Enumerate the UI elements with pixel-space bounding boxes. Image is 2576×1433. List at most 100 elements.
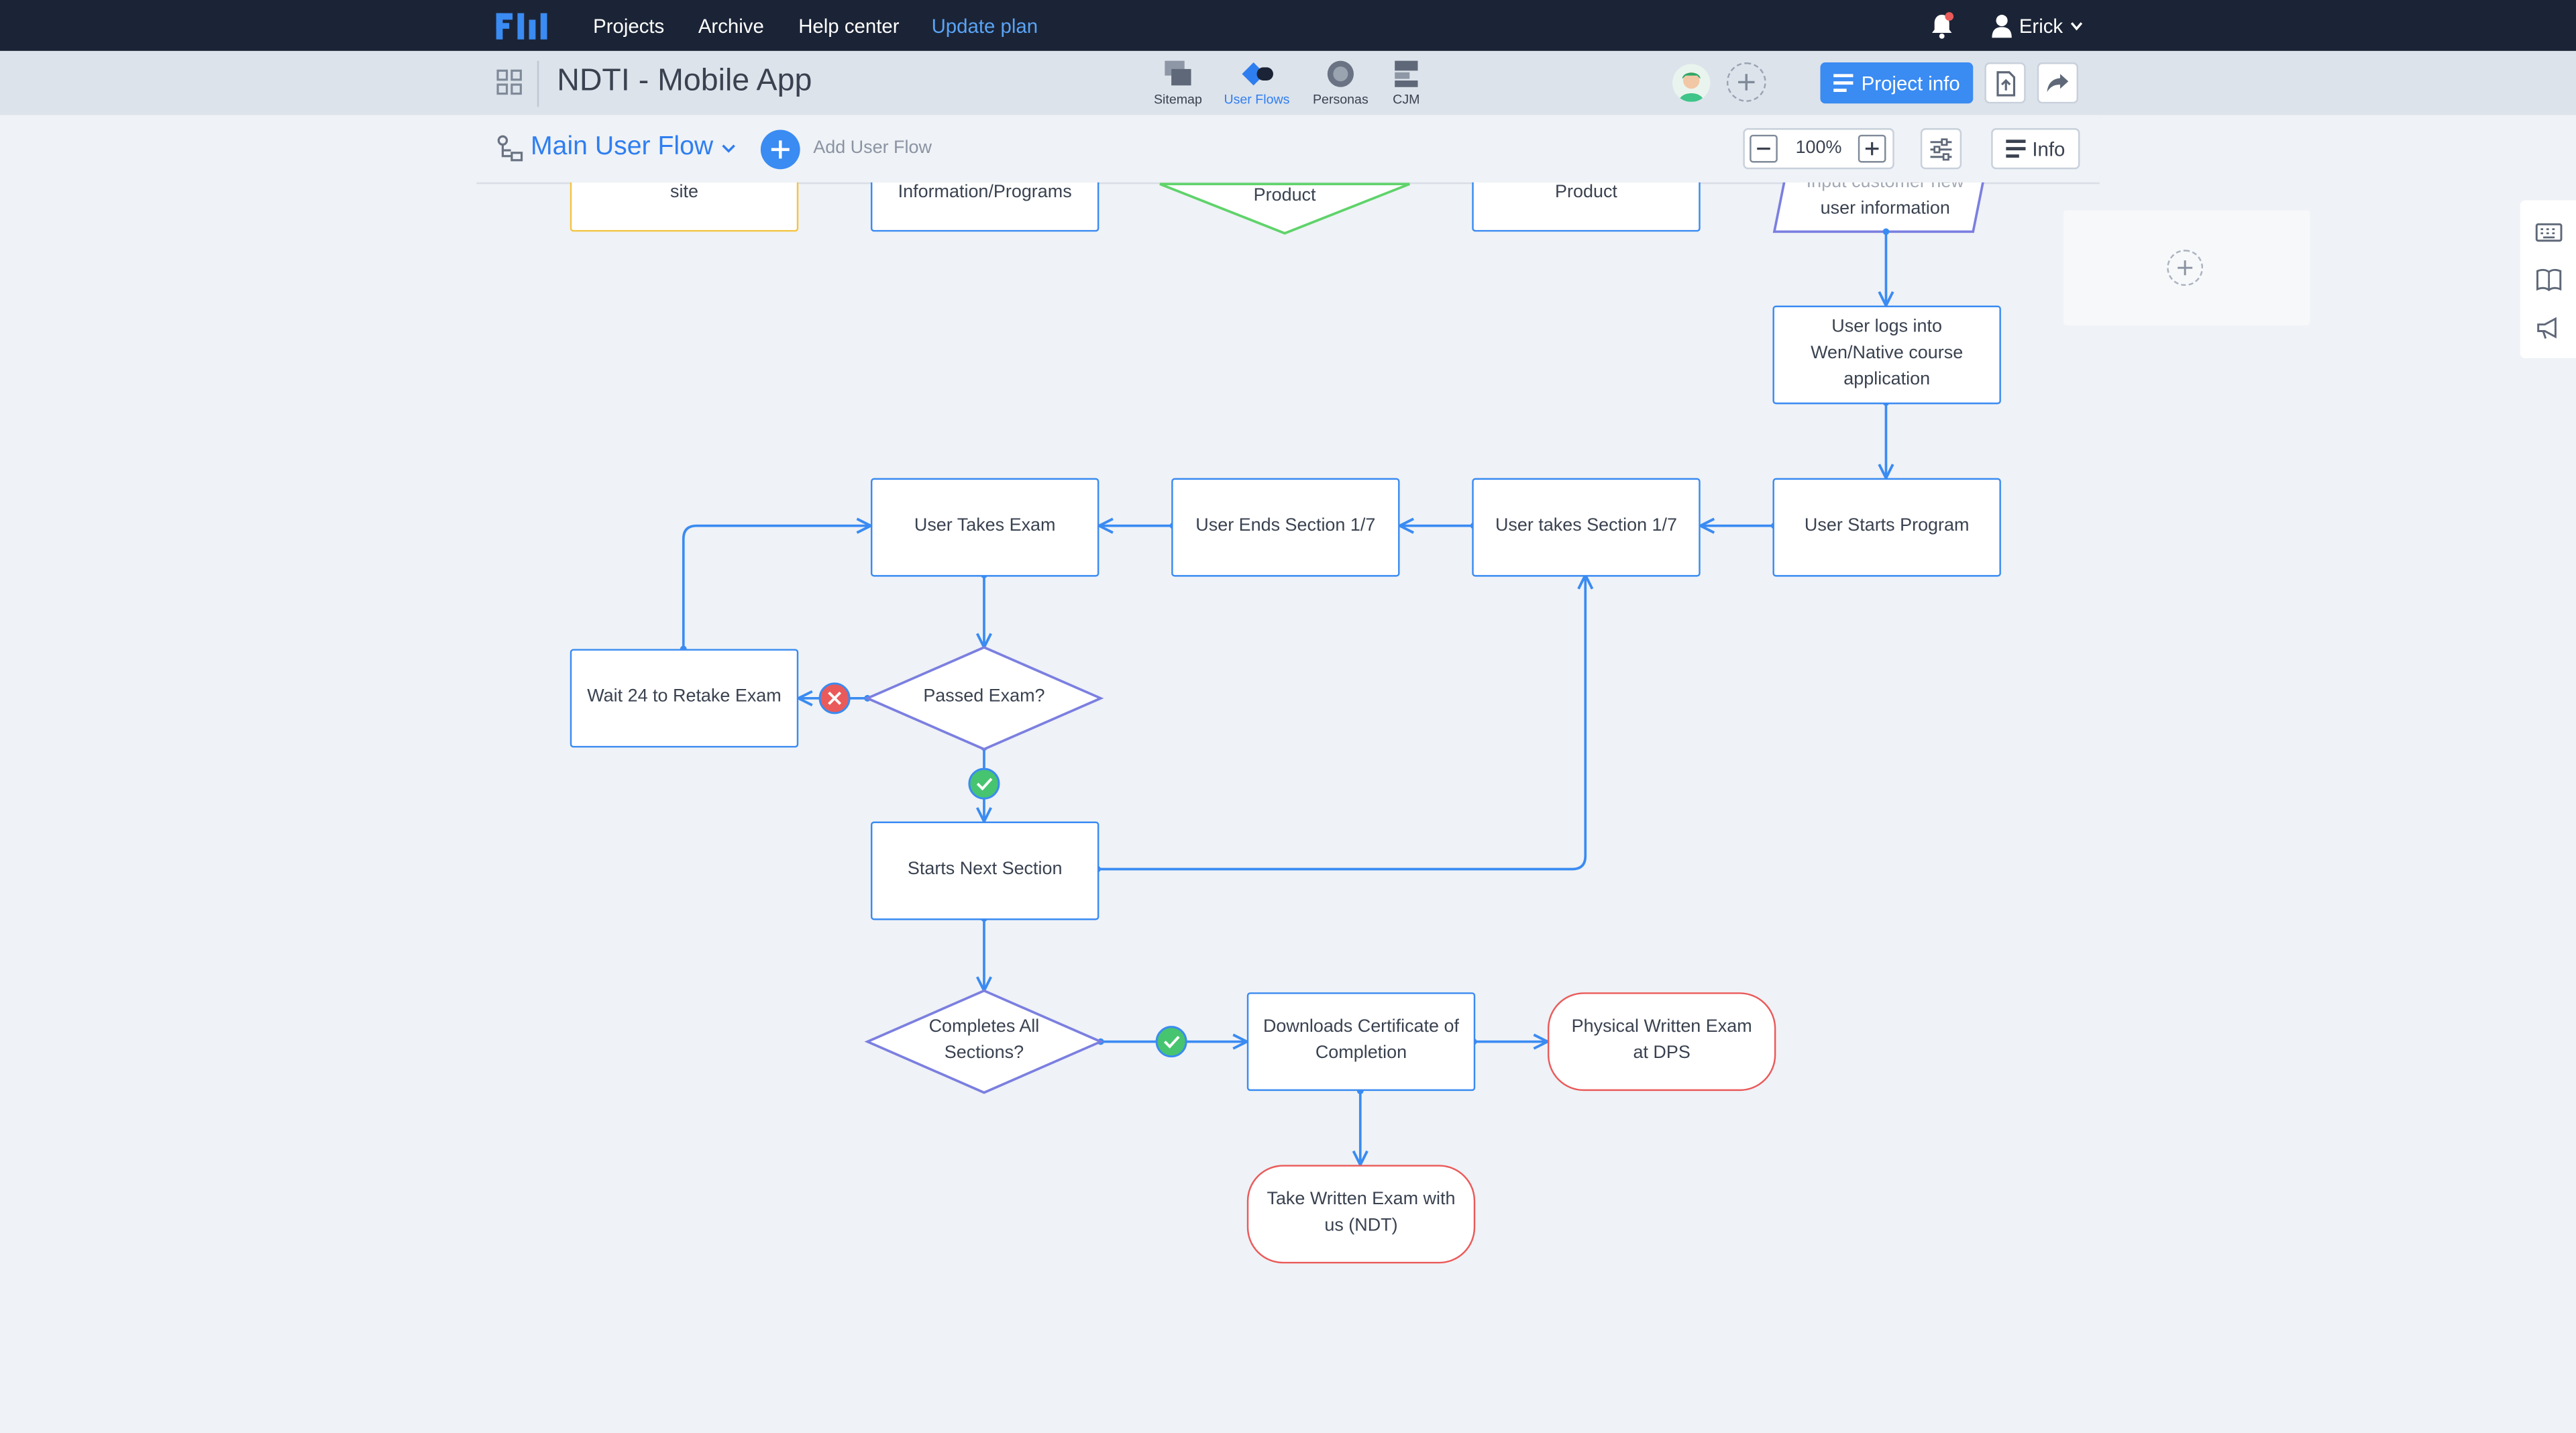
project-info-label: Project info <box>1861 71 1960 95</box>
node-label: Starts Next Section <box>907 859 1063 880</box>
nav-projects[interactable]: Projects <box>593 15 665 38</box>
nav-update-plan[interactable]: Update plan <box>931 15 1038 38</box>
project-info-button[interactable]: Project info <box>1820 62 1974 104</box>
node-label: User Takes Exam <box>914 516 1056 536</box>
sitemap-icon <box>1165 60 1191 86</box>
no-badge <box>818 682 851 714</box>
add-collaborator-button[interactable] <box>1726 62 1766 102</box>
project-info-icon <box>1833 74 1854 93</box>
avatar[interactable] <box>1672 64 1711 102</box>
share-button[interactable] <box>2037 62 2078 104</box>
tab-sitemap[interactable]: Sitemap <box>1140 59 1216 107</box>
customer-info-label-line1: Input customer new <box>1806 182 1964 193</box>
connector <box>682 526 871 649</box>
node-physical-written-exam[interactable]: Physical Written Exam at DPS <box>1547 992 1776 1092</box>
top-navigation <box>0 0 2576 51</box>
check-icon <box>976 778 993 791</box>
node-user-starts-program[interactable]: User Starts Program <box>1772 478 2001 577</box>
node-wait-retake[interactable]: Wait 24 to Retake Exam <box>570 649 799 748</box>
node-information-programs[interactable]: Information/Programs <box>870 182 1099 232</box>
tab-label: CJM <box>1393 92 1420 107</box>
close-icon <box>828 691 842 705</box>
node-label: User Starts Program <box>1804 516 1970 536</box>
node-label: Product <box>1555 182 1617 203</box>
node-label: Wait 24 to Retake Exam <box>587 686 782 707</box>
plus-icon <box>1865 142 1879 156</box>
chevron-down-icon <box>721 144 735 153</box>
node-label: Physical Written Exam at DPS <box>1571 1017 1752 1063</box>
avatar-icon <box>1678 72 1704 102</box>
yes-badge <box>1155 1026 1187 1058</box>
node-label: Take Written Exam with us (NDT) <box>1267 1189 1456 1236</box>
bell-icon[interactable] <box>1929 11 1955 40</box>
info-label: Info <box>2032 137 2065 160</box>
product-decision-label: Product <box>1253 185 1316 206</box>
user-menu[interactable]: Erick <box>1991 11 2082 40</box>
add-collaborator-icon <box>1738 74 1755 91</box>
user-name: Erick <box>2019 13 2063 38</box>
tab-user-flows[interactable]: User Flows <box>1219 59 1295 107</box>
project-bar <box>0 50 2576 115</box>
node-product[interactable]: Product <box>1472 182 1701 232</box>
info-button[interactable]: Info <box>1991 128 2080 170</box>
nav-archive[interactable]: Archive <box>698 15 764 38</box>
tab-label: Personas <box>1312 92 1368 107</box>
plus-icon <box>771 140 790 159</box>
minus-icon <box>1757 148 1770 150</box>
node-label: User takes Section 1/7 <box>1495 516 1678 536</box>
tab-label: Sitemap <box>1153 92 1202 107</box>
flow-selector[interactable]: Main User Flow <box>531 133 735 162</box>
flow-icon <box>497 135 523 162</box>
keyboard-icon[interactable] <box>2535 219 2563 247</box>
personas-icon <box>1327 60 1354 87</box>
user-icon <box>1992 15 2012 38</box>
node-label: Downloads Certificate of Completion <box>1263 1017 1459 1063</box>
grid-icon[interactable] <box>496 69 523 95</box>
add-user-flow-label[interactable]: Add User Flow <box>813 138 932 158</box>
flow-settings-button[interactable] <box>1920 128 1962 170</box>
user-flows-icon <box>1242 62 1273 86</box>
passed-exam-decision[interactable] <box>864 645 1104 751</box>
export-button[interactable] <box>1984 62 2026 104</box>
node-starts-next-section[interactable]: Starts Next Section <box>870 821 1099 920</box>
logo-icon[interactable] <box>496 10 552 42</box>
add-user-flow-button[interactable] <box>760 129 800 170</box>
node-downloads-certificate[interactable]: Downloads Certificate of Completion <box>1246 992 1476 1092</box>
tab-label: User Flows <box>1224 92 1290 107</box>
top-nodes-clip: site Information/Programs Product Produc… <box>476 182 2100 248</box>
node-user-takes-section[interactable]: User takes Section 1/7 <box>1472 478 1701 577</box>
side-panel-add-button[interactable] <box>2167 250 2204 286</box>
node-label: site <box>670 182 698 203</box>
top-product-decision[interactable] <box>1159 182 1410 235</box>
customer-info-label-line2: user information <box>1820 199 1950 219</box>
node-user-logs-in[interactable]: User logs into Wen/Native course applica… <box>1772 305 2001 405</box>
flow-title: Main User Flow <box>531 133 714 162</box>
yes-badge <box>968 767 1000 800</box>
top-customer-info-shape[interactable] <box>1772 158 1988 233</box>
node-site[interactable]: site <box>570 182 799 232</box>
zoom-level: 100% <box>1795 138 1842 158</box>
node-take-written-exam[interactable]: Take Written Exam with us (NDT) <box>1246 1165 1476 1264</box>
book-icon[interactable] <box>2535 266 2563 295</box>
completes-all-sections-decision[interactable] <box>864 989 1104 1094</box>
zoom-in-button[interactable] <box>1858 134 1886 163</box>
check-icon <box>1163 1035 1180 1049</box>
node-user-takes-exam[interactable]: User Takes Exam <box>870 478 1099 577</box>
node-label: User logs into Wen/Native course applica… <box>1811 317 1964 390</box>
chevron-down-icon <box>2070 21 2082 30</box>
zoom-out-button[interactable] <box>1750 134 1778 163</box>
cjm-icon <box>1395 60 1418 87</box>
megaphone-icon[interactable] <box>2535 314 2563 342</box>
node-user-ends-section[interactable]: User Ends Section 1/7 <box>1171 478 1400 577</box>
nav-help-center[interactable]: Help center <box>798 15 900 38</box>
tab-personas[interactable]: Personas <box>1303 59 1379 107</box>
project-title[interactable]: NDTI - Mobile App <box>557 64 812 99</box>
divider <box>537 60 539 107</box>
zoom-control: 100% <box>1743 128 1894 170</box>
connector <box>1097 575 1585 871</box>
share-icon <box>2047 74 2069 93</box>
tab-cjm[interactable]: CJM <box>1368 59 1444 107</box>
node-label: User Ends Section 1/7 <box>1195 516 1376 536</box>
